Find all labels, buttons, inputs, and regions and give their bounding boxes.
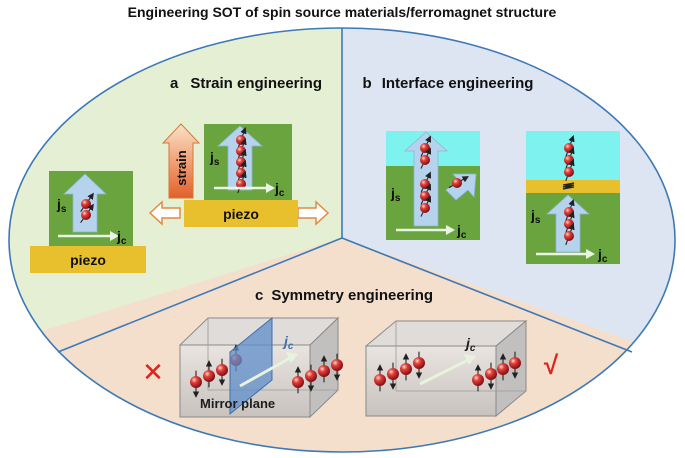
jc-label-b-left: jc (456, 222, 467, 241)
charge-current-head-c-left (286, 352, 298, 363)
charge-current-arrow-c-left (239, 356, 291, 388)
spin-current-arrow-b-left (403, 131, 449, 227)
panel-c-letter: c (255, 287, 263, 304)
spin-ball (236, 146, 246, 156)
spin-ball (452, 178, 462, 188)
panel-a-title: Strain engineering (190, 75, 322, 92)
panel-c-header: c Symmetry engineering (255, 287, 433, 304)
strain-label: strain (174, 150, 189, 185)
spin-ball (420, 203, 430, 213)
piezo-label-left: piezo (70, 252, 106, 268)
panel-c-title: Symmetry engineering (271, 287, 433, 304)
jc-label-b-right: jc (597, 246, 608, 265)
cross-mark-icon: ✕ (142, 357, 164, 387)
panel-c-region (9, 238, 675, 452)
spin-ball (203, 370, 215, 382)
panel-a-letter: a (170, 75, 179, 92)
panel-a-header: a Strain engineering (170, 75, 322, 92)
spin-ball (400, 363, 412, 375)
jc-label-c-left: jc (282, 333, 294, 352)
piezo-substrate-center (184, 200, 298, 227)
strain-arrow-icon (161, 123, 201, 199)
js-label-center: js (209, 149, 220, 168)
jc-label-left: jc (116, 228, 127, 247)
spin-ball (236, 157, 246, 167)
charge-current-head-c-right (464, 354, 476, 365)
spin-ball (81, 199, 91, 209)
jc-label-center: jc (274, 180, 285, 199)
spin-ball (331, 359, 343, 371)
piezo-substrate-left (30, 246, 146, 273)
spin-ball (81, 210, 91, 220)
panel-b-title: Interface engineering (382, 75, 534, 92)
spin-ball (485, 368, 497, 380)
panel-b-header: b Interface engineering (363, 75, 534, 92)
charge-current-head-b-left (446, 225, 455, 235)
spin-ball (387, 368, 399, 380)
expand-arrow-left-icon (148, 200, 181, 226)
js-label-b-right: js (530, 207, 541, 226)
spin-ball (420, 155, 430, 165)
spin-chain-right (374, 351, 521, 392)
piezo-label-center: piezo (223, 206, 259, 222)
spin-stack-b-right (564, 135, 575, 246)
mirror-plane-label: Mirror plane (200, 396, 275, 411)
spin-ball (413, 357, 425, 369)
mirror-plane (229, 316, 273, 416)
spin-ball (236, 135, 246, 145)
spin-stack-left (80, 192, 94, 224)
figure-title: Engineering SOT of spin source materials… (128, 4, 557, 20)
check-mark-icon: √ (544, 350, 559, 380)
charge-current-head-left (110, 231, 119, 241)
charge-current-arrow-c-right (419, 358, 469, 386)
divider-left (57, 237, 343, 353)
spin-ball (318, 365, 330, 377)
spin-ball (292, 376, 304, 388)
spin-ball (236, 179, 246, 189)
panel-b-letter: b (363, 75, 372, 92)
interlayer-right (526, 180, 620, 193)
charge-current-head-center (266, 183, 275, 193)
spin-ball (374, 374, 386, 386)
spin-chain-left-front (292, 353, 343, 394)
coupling-spring-icon (562, 182, 575, 190)
spin-ball (236, 168, 246, 178)
spin-stack-b-left (420, 135, 469, 217)
spin-ball (216, 364, 228, 376)
js-label-left: js (56, 196, 67, 215)
divider-right (341, 237, 633, 353)
spin-ball (497, 363, 509, 375)
spin-ball (472, 374, 484, 386)
js-label-b-left: js (390, 185, 401, 204)
spin-stack-center (236, 127, 247, 194)
spin-ball (564, 167, 574, 177)
charge-current-head-b-right (586, 249, 595, 259)
spin-ball (305, 370, 317, 382)
spin-ball (190, 376, 202, 388)
jc-label-c-right: jc (464, 335, 476, 354)
spin-ball (564, 231, 574, 241)
spin-ball (509, 357, 521, 369)
